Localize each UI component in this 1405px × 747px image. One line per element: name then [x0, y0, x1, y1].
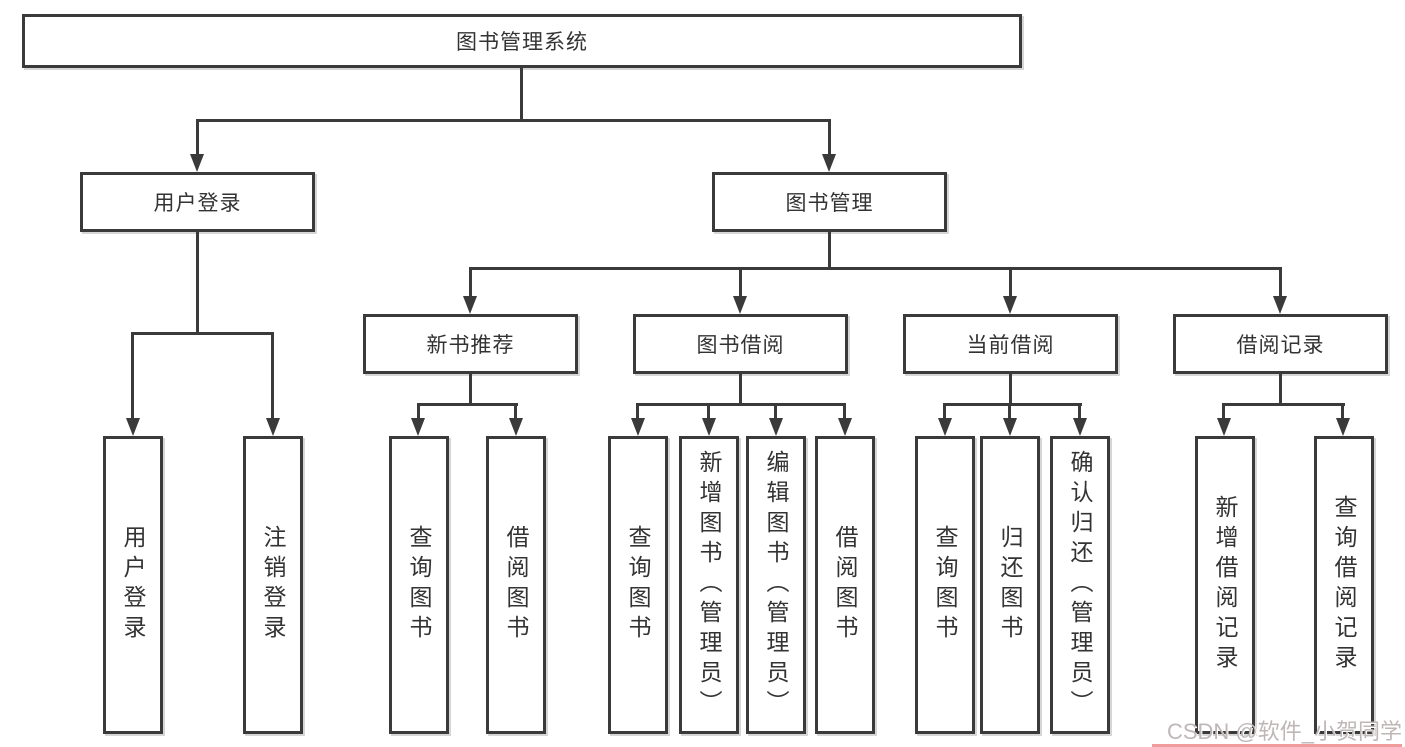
node-user-login: 用户登录	[80, 172, 315, 232]
connector-to-bb-query	[636, 403, 639, 421]
connector-current-borrow-stem	[1009, 371, 1012, 406]
connector-to-user-login	[196, 119, 199, 157]
arrow-down-icon	[509, 418, 523, 436]
connector-to-br-add	[1222, 403, 1225, 421]
leaf-nb-borrow-books: 借阅图书	[486, 436, 546, 734]
arrow-down-icon	[266, 418, 280, 436]
arrow-down-icon	[702, 418, 716, 436]
arrow-down-icon	[631, 418, 645, 436]
connector-to-cb-confirm	[1078, 403, 1081, 421]
arrow-down-icon	[1073, 418, 1087, 436]
arrow-down-icon	[1336, 418, 1350, 436]
node-new-books: 新书推荐	[363, 314, 578, 374]
connector-to-bb-borrow	[843, 403, 846, 421]
connector-to-cb-return	[1008, 403, 1011, 421]
arrow-down-icon	[769, 418, 783, 436]
node-book-borrow: 图书借阅	[633, 314, 848, 374]
leaf-cb-query-books: 查询图书	[915, 436, 975, 734]
leaf-user-login: 用户登录	[103, 436, 163, 734]
leaf-bb-edit-books-admin: 编辑图书（管理员）	[746, 436, 806, 734]
connector-to-ul-login	[131, 332, 134, 420]
node-root: 图书管理系统	[22, 14, 1022, 68]
csdn-watermark-accent-bar	[1152, 744, 1402, 747]
connector-root-stem	[520, 67, 523, 122]
leaf-br-add-record: 新增借阅记录	[1195, 436, 1255, 734]
leaf-bb-query-books: 查询图书	[608, 436, 668, 734]
connector-to-book-mgmt	[828, 119, 831, 157]
arrow-down-icon	[1003, 296, 1017, 314]
arrow-down-icon	[190, 154, 204, 172]
arrow-down-icon	[463, 296, 477, 314]
arrow-down-icon	[1273, 296, 1287, 314]
arrow-down-icon	[1003, 418, 1017, 436]
connector-new-books-hbar	[417, 403, 518, 406]
connector-user-login-stem	[196, 231, 199, 335]
connector-book-borrow-hbar	[636, 403, 846, 406]
connector-to-borrow-records	[1279, 267, 1282, 299]
connector-l2-hbar	[469, 267, 1282, 270]
connector-book-mgmt-stem	[828, 231, 831, 270]
connector-to-bb-edit	[774, 403, 777, 421]
node-current-borrow: 当前借阅	[903, 314, 1118, 374]
connector-to-br-query	[1341, 403, 1344, 421]
connector-borrow-records-stem	[1279, 371, 1282, 406]
csdn-watermark: CSDN @软件_小贺同学	[1166, 719, 1402, 744]
arrow-down-icon	[411, 418, 425, 436]
arrow-down-icon	[1217, 418, 1231, 436]
leaf-cb-confirm-return-admin: 确认归还（管理员）	[1050, 436, 1110, 734]
connector-user-login-hbar	[131, 332, 274, 335]
arrow-down-icon	[838, 418, 852, 436]
leaf-logout: 注销登录	[243, 436, 303, 734]
connector-to-new-books	[469, 267, 472, 299]
connector-borrow-records-hbar	[1222, 403, 1345, 406]
connector-to-book-borrow	[739, 267, 742, 299]
arrow-down-icon	[822, 154, 836, 172]
node-borrow-records: 借阅记录	[1173, 314, 1388, 374]
arrow-down-icon	[938, 418, 952, 436]
leaf-bb-add-books-admin: 新增图书（管理员）	[679, 436, 739, 734]
arrow-down-icon	[126, 418, 140, 436]
node-book-mgmt: 图书管理	[712, 172, 947, 232]
leaf-br-query-record: 查询借阅记录	[1314, 436, 1374, 734]
arrow-down-icon	[733, 296, 747, 314]
connector-to-current-borrow	[1009, 267, 1012, 299]
connector-to-nb-borrow	[514, 403, 517, 421]
connector-to-ul-logout	[271, 332, 274, 420]
connector-to-nb-query	[417, 403, 420, 421]
connector-l1-hbar	[196, 119, 831, 122]
connector-to-cb-query	[943, 403, 946, 421]
leaf-bb-borrow-books: 借阅图书	[815, 436, 875, 734]
connector-book-borrow-stem	[739, 371, 742, 406]
connector-current-borrow-hbar	[943, 403, 1082, 406]
leaf-nb-query-books: 查询图书	[389, 436, 449, 734]
connector-new-books-stem	[469, 371, 472, 406]
connector-to-bb-add	[707, 403, 710, 421]
leaf-cb-return-books: 归还图书	[980, 436, 1040, 734]
